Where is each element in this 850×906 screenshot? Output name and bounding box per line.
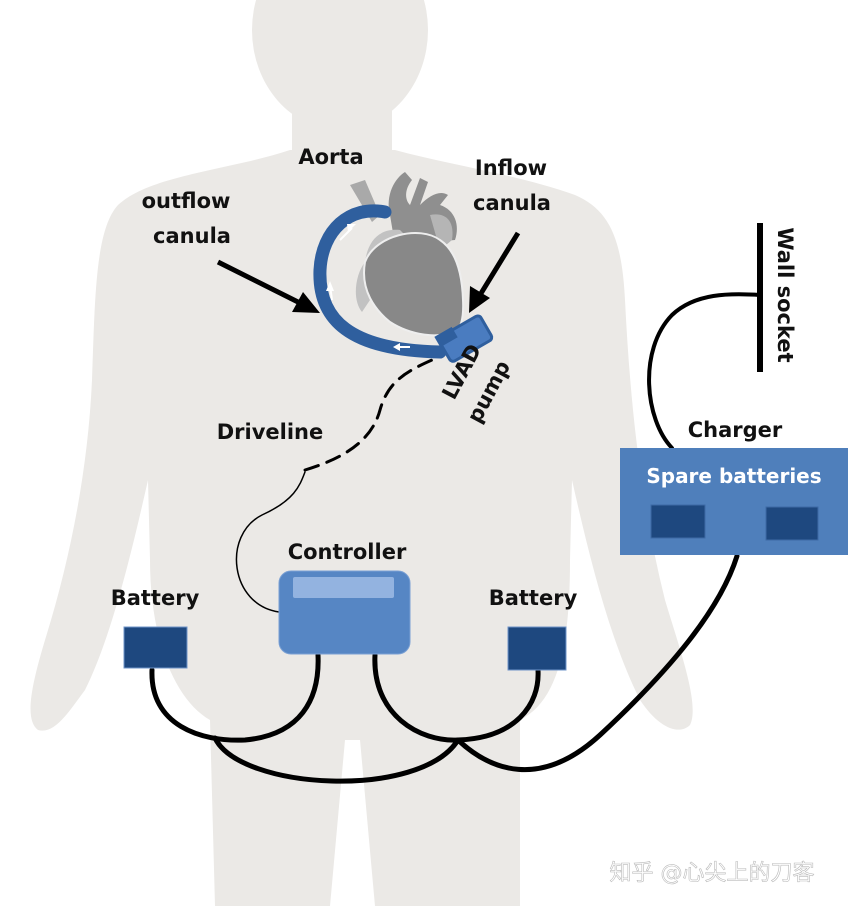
spare-battery-1 [650,504,706,539]
driveline-dashed [303,358,434,472]
outflow-arrow [216,259,320,313]
battery-right-label: Battery [489,586,578,610]
bottom-loop-cable [212,735,461,784]
controller-label: Controller [288,540,407,564]
driveline-label: Driveline [217,420,324,444]
controller-screen [293,577,394,598]
outflow-label-2: canula [153,224,231,248]
charger-cable [455,553,740,773]
spare-batteries-label: Spare batteries [646,464,821,488]
battery-left-label: Battery [111,586,200,610]
inflow-label-1: Inflow [475,156,547,180]
inflow-arrow [469,231,521,313]
body-silhouette [30,0,693,906]
driveline-cable [235,471,306,613]
left-battery-cable [149,652,321,743]
spare-battery-2 [765,506,819,541]
inflow-label-2: canula [473,191,551,215]
cables [149,292,762,784]
aorta-label: Aorta [298,145,363,169]
battery-left [123,626,188,669]
controller [278,570,411,655]
lvad-pump [434,314,494,363]
outflow-cannula [313,204,447,359]
charger-box: Spare batteries [620,448,848,555]
wall-socket-label: Wall socket [773,227,797,362]
watermark: 知乎 @心尖上的刀客 [610,861,815,886]
battery-right [507,626,567,671]
charger-label: Charger [688,418,783,442]
outflow-label-1: outflow [142,189,231,213]
charger-to-socket-cable [647,292,762,450]
